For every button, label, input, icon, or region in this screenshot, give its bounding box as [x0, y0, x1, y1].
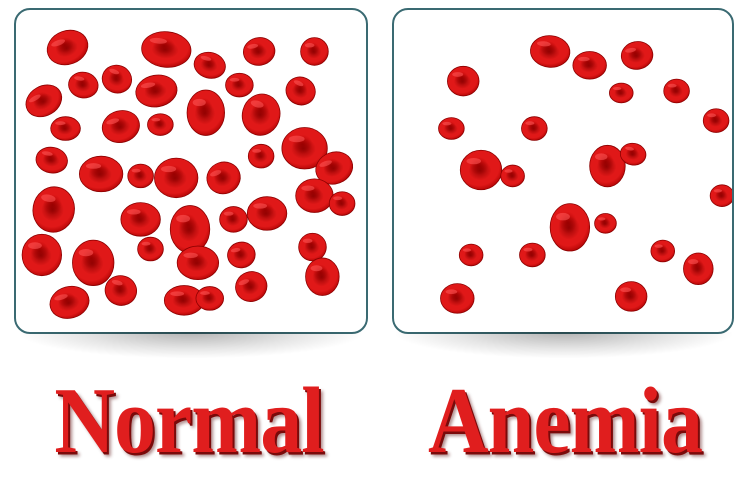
red-blood-cell [191, 49, 228, 82]
red-blood-cell [196, 287, 224, 311]
red-blood-cell [301, 38, 329, 66]
red-blood-cell [72, 240, 113, 285]
red-blood-cell [651, 240, 675, 262]
red-blood-cell [573, 51, 607, 79]
red-blood-cell [238, 90, 285, 140]
red-blood-cell [590, 145, 626, 186]
red-blood-cell [460, 150, 501, 190]
red-blood-cell [121, 203, 161, 237]
red-blood-cell [447, 66, 479, 96]
red-blood-cell [439, 118, 465, 140]
red-blood-cell [703, 109, 729, 133]
red-blood-cell [128, 164, 154, 188]
red-blood-cell [281, 72, 320, 110]
red-blood-cell [299, 233, 327, 261]
anemia-blood-panel [392, 8, 734, 334]
red-blood-cell [187, 90, 225, 135]
red-blood-cell [619, 39, 655, 72]
anemia-cells-illustration [394, 10, 732, 332]
normal-blood-panel [14, 8, 368, 334]
red-blood-cell [522, 117, 548, 141]
red-blood-cell [248, 144, 274, 168]
red-blood-cell [595, 213, 617, 233]
red-blood-cell [202, 157, 244, 198]
red-blood-cell [22, 234, 62, 275]
red-blood-cell [710, 185, 732, 207]
red-blood-cell [138, 237, 164, 261]
red-blood-cell [99, 106, 143, 146]
red-blood-cell [296, 179, 334, 213]
red-blood-cell [220, 207, 248, 233]
red-blood-cell [441, 284, 475, 314]
red-blood-cell [170, 206, 210, 253]
red-blood-cell [29, 184, 78, 236]
red-blood-cell [529, 34, 571, 69]
red-blood-cell [42, 25, 92, 71]
red-blood-cell [520, 243, 546, 267]
red-blood-cell [133, 72, 179, 110]
red-blood-cell [46, 282, 92, 323]
red-blood-cell [79, 156, 122, 192]
red-blood-cell [247, 197, 287, 231]
red-blood-cell [51, 117, 81, 141]
red-blood-cell [140, 30, 192, 70]
normal-cells-illustration [16, 10, 366, 332]
red-blood-cell [226, 73, 254, 97]
red-blood-cell [177, 246, 218, 280]
red-blood-cell [459, 244, 483, 266]
anemia-label: Anemia [400, 366, 730, 478]
red-blood-cell [34, 145, 70, 176]
red-blood-cell [154, 158, 197, 198]
red-blood-cell [550, 204, 590, 251]
red-blood-cell [306, 258, 340, 296]
red-blood-cell [501, 165, 525, 187]
red-blood-cell [98, 61, 135, 97]
red-blood-cell [241, 35, 277, 68]
anemia-panel-shadow [396, 332, 732, 358]
red-blood-cell [226, 240, 258, 270]
red-blood-cell [664, 79, 690, 103]
red-blood-cell [329, 192, 355, 216]
red-blood-cell [20, 79, 67, 123]
normal-panel-shadow [20, 332, 362, 358]
red-blood-cell [231, 267, 271, 306]
red-blood-cell [609, 83, 633, 103]
red-blood-cell [67, 70, 101, 100]
red-blood-cell [615, 282, 647, 312]
red-blood-cell [148, 114, 174, 136]
normal-label: Normal [24, 366, 354, 478]
red-blood-cell [684, 253, 714, 285]
